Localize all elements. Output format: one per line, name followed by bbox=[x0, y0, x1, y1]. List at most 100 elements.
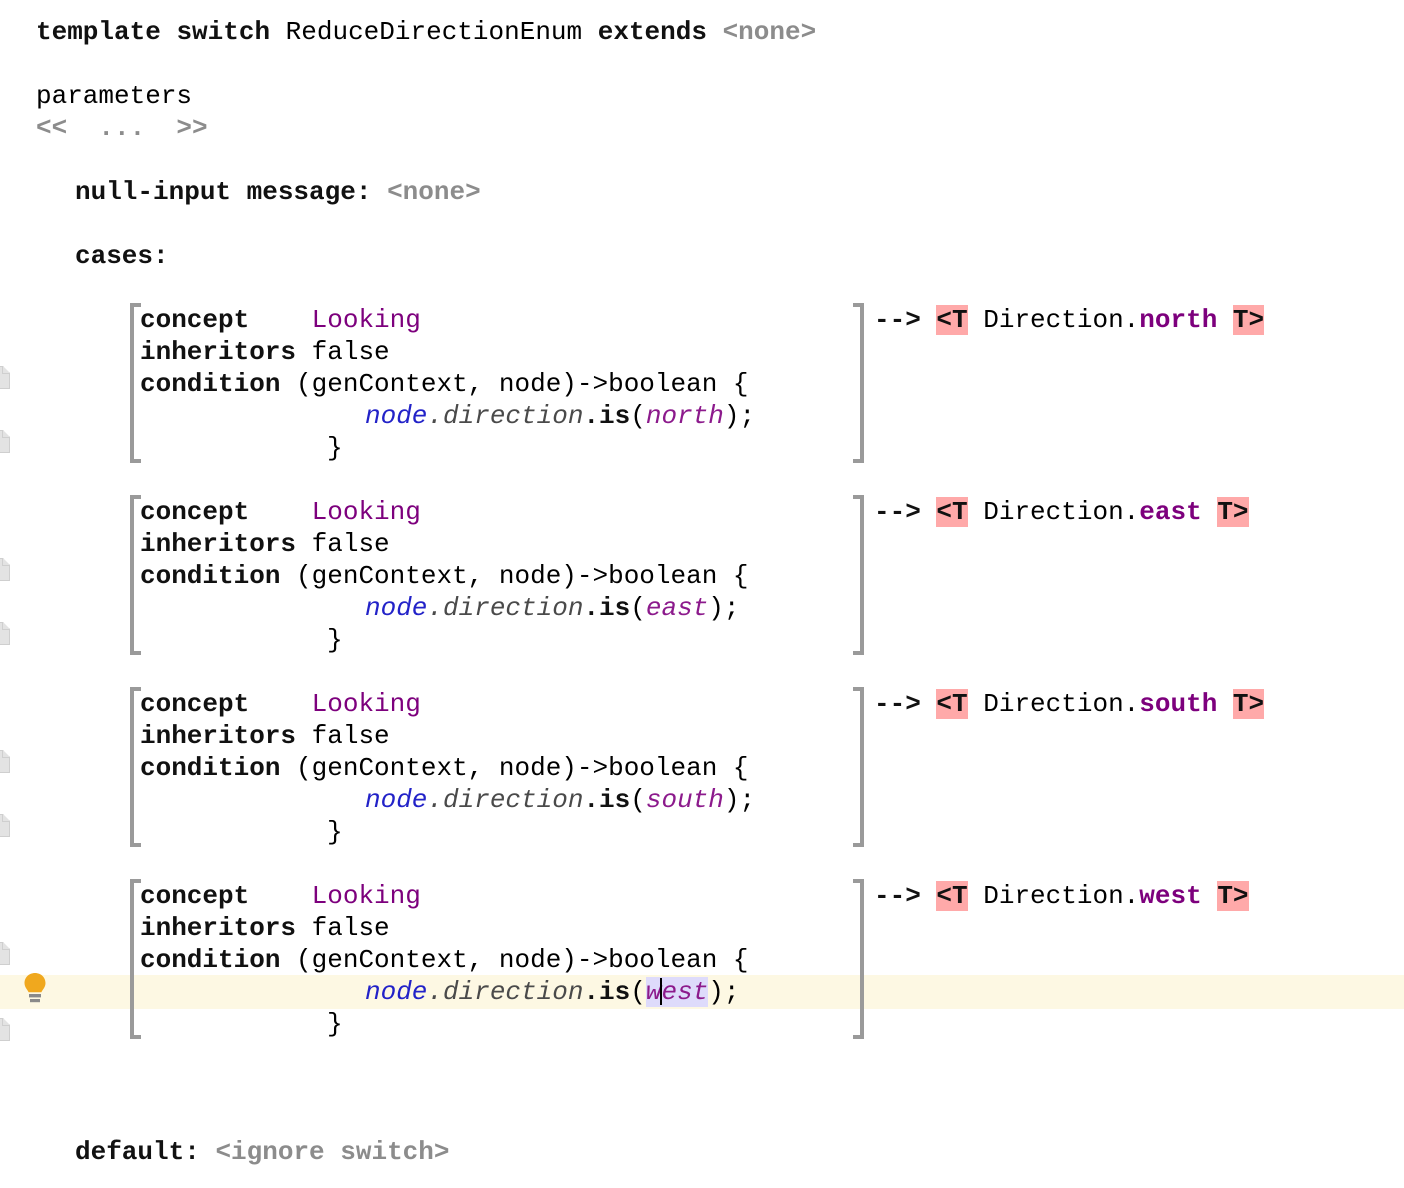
case-condition-row[interactable]: condition (genContext, node)->boolean { bbox=[140, 944, 749, 976]
open-tag[interactable]: <T bbox=[936, 305, 968, 335]
inheritors-value[interactable]: false bbox=[311, 529, 390, 559]
document-icon[interactable] bbox=[0, 366, 10, 389]
body-receiver[interactable]: node bbox=[365, 785, 428, 815]
inheritors-value[interactable]: false bbox=[311, 337, 390, 367]
condition-signature[interactable]: (genContext, node)->boolean { bbox=[296, 369, 749, 399]
body-property[interactable]: .direction bbox=[427, 977, 584, 1007]
parameters-collapsed[interactable]: << ... >> bbox=[36, 113, 208, 143]
case-condition-row[interactable]: condition (genContext, node)->boolean { bbox=[140, 560, 749, 592]
body-method[interactable]: .is bbox=[583, 401, 631, 431]
concept-value[interactable]: Looking bbox=[311, 305, 421, 335]
result-prefix[interactable]: Direction. bbox=[983, 689, 1140, 719]
case-condition-body[interactable]: node.direction.is(west); bbox=[365, 976, 740, 1008]
document-icon[interactable] bbox=[0, 942, 10, 965]
result-value[interactable]: east bbox=[1139, 497, 1202, 527]
concept-value[interactable]: Looking bbox=[311, 497, 421, 527]
document-icon[interactable] bbox=[0, 622, 10, 645]
body-argument-after-caret: est bbox=[661, 977, 709, 1007]
case-result-row[interactable]: --> <T Direction.west T> bbox=[874, 880, 1249, 912]
cases-label: cases: bbox=[75, 241, 169, 271]
document-icon[interactable] bbox=[0, 1018, 10, 1041]
document-icon[interactable] bbox=[0, 430, 10, 453]
body-open-paren: ( bbox=[630, 593, 646, 623]
body-method[interactable]: .is bbox=[583, 785, 631, 815]
close-tag[interactable]: T> bbox=[1217, 881, 1249, 911]
body-receiver[interactable]: node bbox=[365, 593, 428, 623]
default-case-row[interactable]: default: <ignore switch> bbox=[75, 1136, 449, 1168]
concept-value[interactable]: Looking bbox=[311, 881, 421, 911]
case-closing-brace: } bbox=[327, 1009, 343, 1039]
case-condition-body[interactable]: node.direction.is(south); bbox=[365, 784, 755, 816]
open-tag[interactable]: <T bbox=[936, 497, 968, 527]
body-receiver[interactable]: node bbox=[365, 401, 428, 431]
case-inheritors-row[interactable]: inheritors false bbox=[140, 720, 390, 752]
result-value[interactable]: north bbox=[1139, 305, 1218, 335]
default-value[interactable]: <ignore switch> bbox=[215, 1137, 450, 1167]
body-argument[interactable]: east bbox=[645, 593, 709, 623]
lightbulb-icon[interactable] bbox=[22, 971, 48, 1005]
open-tag[interactable]: <T bbox=[936, 881, 968, 911]
result-value[interactable]: west bbox=[1139, 881, 1202, 911]
case-inheritors-row[interactable]: inheritors false bbox=[140, 912, 390, 944]
case-concept-row[interactable]: concept Looking bbox=[140, 304, 421, 336]
case-result-row[interactable]: --> <T Direction.south T> bbox=[874, 688, 1265, 720]
close-tag[interactable]: T> bbox=[1232, 305, 1265, 335]
default-label: default: bbox=[75, 1137, 200, 1167]
body-argument-before-caret: w bbox=[645, 977, 662, 1007]
concept-value[interactable]: Looking bbox=[311, 689, 421, 719]
case-condition-row[interactable]: condition (genContext, node)->boolean { bbox=[140, 752, 749, 784]
case-bracket-left bbox=[130, 495, 143, 655]
body-argument[interactable]: north bbox=[645, 401, 724, 431]
close-tag[interactable]: T> bbox=[1232, 689, 1265, 719]
case-concept-row[interactable]: concept Looking bbox=[140, 880, 421, 912]
body-method[interactable]: .is bbox=[583, 977, 631, 1007]
parameters-label: parameters bbox=[36, 81, 193, 111]
result-prefix[interactable]: Direction. bbox=[983, 881, 1140, 911]
case-condition-body[interactable]: node.direction.is(north); bbox=[365, 400, 755, 432]
document-icon[interactable] bbox=[0, 814, 10, 837]
concept-label: concept bbox=[140, 689, 250, 719]
null-input-message-row[interactable]: null-input message: <none> bbox=[75, 176, 481, 208]
inheritors-value[interactable]: false bbox=[311, 721, 390, 751]
body-method[interactable]: .is bbox=[583, 593, 631, 623]
result-value[interactable]: south bbox=[1139, 689, 1218, 719]
body-close-paren: ); bbox=[723, 785, 756, 815]
body-argument[interactable]: south bbox=[645, 785, 724, 815]
body-property[interactable]: .direction bbox=[427, 785, 584, 815]
condition-signature[interactable]: (genContext, node)->boolean { bbox=[296, 561, 749, 591]
document-icon[interactable] bbox=[0, 558, 10, 581]
case-inheritors-row[interactable]: inheritors false bbox=[140, 336, 390, 368]
result-prefix[interactable]: Direction. bbox=[983, 305, 1140, 335]
template-name[interactable]: ReduceDirectionEnum bbox=[285, 17, 583, 47]
document-icon[interactable] bbox=[0, 750, 10, 773]
body-close-paren: ); bbox=[708, 977, 740, 1007]
condition-signature[interactable]: (genContext, node)->boolean { bbox=[296, 753, 749, 783]
case-concept-row[interactable]: concept Looking bbox=[140, 688, 421, 720]
close-tag[interactable]: T> bbox=[1217, 497, 1249, 527]
condition-label: condition bbox=[140, 369, 281, 399]
template-header[interactable]: template switch ReduceDirectionEnum exte… bbox=[36, 16, 816, 48]
case-condition-row[interactable]: condition (genContext, node)->boolean { bbox=[140, 368, 749, 400]
case-bracket-right bbox=[851, 495, 864, 655]
case-result-row[interactable]: --> <T Direction.north T> bbox=[874, 304, 1265, 336]
body-receiver[interactable]: node bbox=[365, 977, 428, 1007]
condition-label: condition bbox=[140, 945, 281, 975]
case-concept-row[interactable]: concept Looking bbox=[140, 496, 421, 528]
open-tag[interactable]: <T bbox=[936, 689, 968, 719]
condition-label: condition bbox=[140, 753, 281, 783]
extends-value[interactable]: <none> bbox=[722, 17, 817, 47]
body-property[interactable]: .direction bbox=[427, 593, 584, 623]
condition-label: condition bbox=[140, 561, 281, 591]
body-property[interactable]: .direction bbox=[427, 401, 584, 431]
result-prefix[interactable]: Direction. bbox=[983, 497, 1140, 527]
body-close-paren: ); bbox=[723, 401, 756, 431]
inheritors-value[interactable]: false bbox=[311, 913, 390, 943]
case-condition-body[interactable]: node.direction.is(east); bbox=[365, 592, 740, 624]
concept-label: concept bbox=[140, 305, 250, 335]
condition-signature[interactable]: (genContext, node)->boolean { bbox=[296, 945, 749, 975]
body-argument[interactable]: west bbox=[645, 977, 709, 1007]
case-inheritors-row[interactable]: inheritors false bbox=[140, 528, 390, 560]
null-input-value[interactable]: <none> bbox=[387, 177, 481, 207]
case-result-row[interactable]: --> <T Direction.east T> bbox=[874, 496, 1249, 528]
